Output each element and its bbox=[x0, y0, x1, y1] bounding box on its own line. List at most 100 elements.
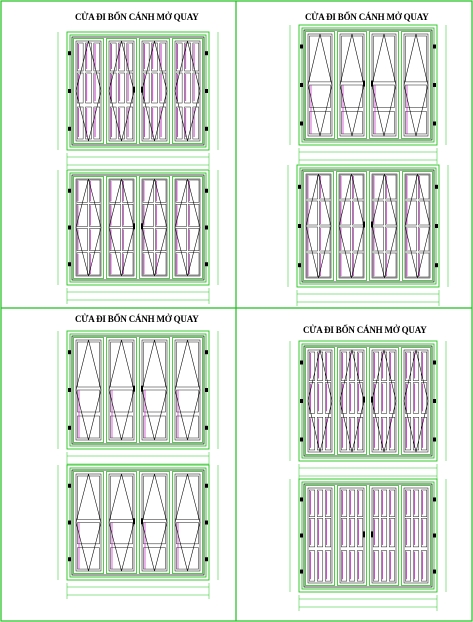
sash bbox=[106, 176, 137, 279]
glass-pane bbox=[122, 204, 134, 227]
door-outline bbox=[301, 169, 435, 283]
door-handle bbox=[363, 221, 365, 228]
sash-inner bbox=[75, 178, 102, 277]
sash bbox=[73, 176, 104, 279]
hinge bbox=[68, 126, 71, 131]
glass-pane bbox=[109, 252, 121, 276]
sash bbox=[139, 337, 170, 443]
glass-pane bbox=[77, 389, 100, 413]
glass-pane bbox=[339, 200, 351, 226]
glass-pane bbox=[356, 417, 364, 451]
glass-pane bbox=[306, 252, 318, 278]
door-handle bbox=[371, 396, 373, 403]
hinge bbox=[435, 184, 438, 189]
glass-pane bbox=[352, 200, 364, 226]
hinge bbox=[435, 224, 438, 228]
glass-pane bbox=[175, 252, 187, 276]
door-handle bbox=[133, 223, 135, 230]
glass-pane bbox=[412, 351, 420, 381]
door-handle bbox=[371, 221, 373, 228]
glass-pane bbox=[188, 252, 200, 276]
diamond-motif bbox=[307, 349, 333, 453]
glass-pane bbox=[418, 200, 430, 226]
glass-pane bbox=[175, 204, 187, 227]
glass-pane bbox=[142, 228, 154, 251]
hinge bbox=[433, 497, 436, 502]
diamond-motif bbox=[75, 473, 102, 572]
glass-pane bbox=[85, 72, 92, 104]
hinge bbox=[300, 44, 303, 49]
glass-pane bbox=[373, 84, 395, 108]
glass-pane bbox=[372, 417, 380, 451]
glass-pane bbox=[405, 84, 427, 108]
outer-frame bbox=[66, 31, 210, 151]
glass-pane bbox=[372, 226, 384, 252]
diamond-motif bbox=[403, 33, 429, 137]
glass-pane bbox=[316, 550, 324, 582]
glass-pane bbox=[352, 226, 364, 252]
glass-pane bbox=[404, 417, 412, 451]
sash bbox=[305, 31, 335, 139]
glass-pane bbox=[404, 351, 412, 381]
hinge bbox=[205, 425, 208, 430]
sash-inner bbox=[371, 349, 397, 453]
hinge bbox=[205, 126, 208, 131]
diamond-motif bbox=[338, 173, 365, 279]
glass-pane bbox=[405, 200, 417, 226]
glass-pane bbox=[308, 550, 316, 582]
diamond-motif bbox=[141, 40, 168, 142]
glass-pane bbox=[372, 252, 384, 278]
glass-pane bbox=[77, 547, 100, 570]
glass-pane bbox=[356, 489, 364, 517]
door-outline bbox=[71, 36, 205, 146]
glass-pane bbox=[356, 382, 364, 414]
diamond-motif bbox=[75, 40, 102, 142]
glass-pane bbox=[122, 252, 134, 276]
sash-inner bbox=[141, 178, 168, 277]
glass-pane bbox=[308, 351, 316, 381]
glass-pane bbox=[348, 351, 356, 381]
glass-pane bbox=[319, 226, 331, 252]
glass-pane bbox=[348, 518, 356, 548]
glass-pane bbox=[188, 228, 200, 251]
hinge bbox=[300, 121, 303, 126]
sash-inner bbox=[174, 178, 201, 277]
glass-pane bbox=[316, 351, 324, 381]
panel-4-door-top bbox=[289, 340, 447, 480]
diamond-motif bbox=[371, 173, 398, 279]
sash bbox=[139, 38, 170, 144]
glass-pane bbox=[412, 417, 420, 451]
glass-pane bbox=[385, 226, 397, 252]
sash bbox=[337, 485, 367, 586]
glass-pane bbox=[142, 72, 150, 104]
glass-pane bbox=[77, 522, 100, 545]
glass-pane bbox=[405, 174, 417, 200]
hinge bbox=[68, 89, 71, 93]
hinge bbox=[298, 263, 301, 268]
glass-pane bbox=[340, 382, 348, 414]
hinge bbox=[433, 437, 436, 442]
glass-pane bbox=[372, 382, 380, 414]
glass-pane bbox=[404, 550, 412, 582]
sash-inner bbox=[108, 40, 135, 142]
door-handle bbox=[363, 80, 365, 87]
glass-pane bbox=[175, 228, 187, 251]
glass-pane bbox=[143, 475, 166, 520]
glass-pane bbox=[155, 252, 167, 276]
sash bbox=[305, 485, 335, 586]
outer-frame bbox=[66, 330, 210, 450]
door-outline bbox=[71, 335, 205, 445]
glass-pane bbox=[110, 475, 133, 520]
door-handle bbox=[363, 396, 365, 403]
sash bbox=[172, 337, 203, 443]
sash-inner bbox=[339, 487, 365, 584]
door-handle bbox=[363, 531, 365, 538]
glass-pane bbox=[412, 518, 420, 548]
door-handle bbox=[133, 518, 135, 525]
glass-pane bbox=[306, 174, 318, 200]
glass-pane bbox=[110, 415, 133, 439]
glass-pane bbox=[110, 341, 133, 388]
hinge bbox=[205, 225, 208, 230]
glass-pane bbox=[380, 489, 388, 517]
hinge bbox=[68, 225, 71, 230]
